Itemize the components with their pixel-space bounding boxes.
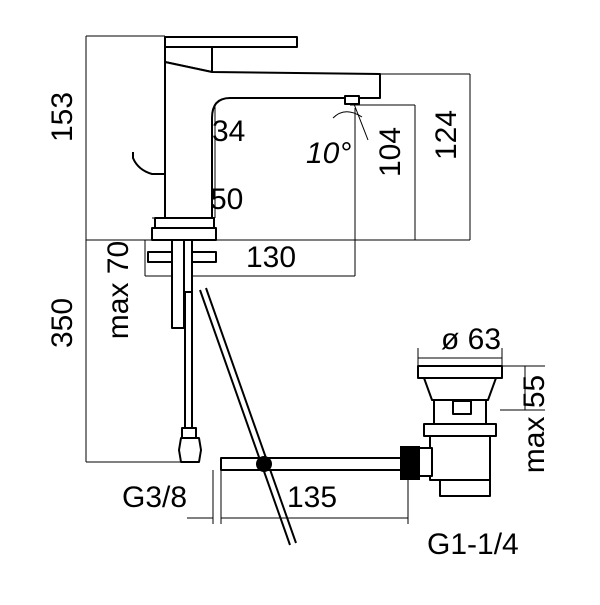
pop-up-waste (400, 365, 503, 497)
dim-max-deck-thickness: max 70 (102, 241, 135, 339)
hose-ferrule (181, 427, 197, 439)
dim-rod-length: 135 (287, 481, 337, 514)
pull-rod-line-b (205, 287, 297, 544)
dim-outlet-height: 124 (430, 110, 463, 160)
dimension-labels: 153 34 10° 104 124 50 130 max 70 350 G3/… (46, 92, 551, 561)
dimension-lines (85, 35, 545, 524)
faucet-column-and-spout (164, 61, 381, 219)
dim-hose-length: 350 (46, 298, 79, 348)
under-sink-fixings (147, 239, 408, 546)
dim-plug-diameter: ø 63 (441, 323, 501, 356)
pull-rod-line-a (199, 289, 291, 546)
dim-waste-thread: G1-1/4 (427, 528, 519, 561)
waste-tail (439, 479, 491, 497)
dim-spout-height: 104 (374, 127, 407, 177)
hose-collar (183, 239, 193, 293)
rod-inlet (417, 447, 433, 477)
dim-spout-length: 130 (246, 241, 296, 274)
rod-clamp-icon (256, 456, 272, 472)
pop-up-lever-icon (132, 152, 165, 175)
hose-nut-icon (178, 437, 202, 463)
dim-spout-reach: 34 (212, 115, 245, 148)
lever-handle (164, 36, 298, 48)
dim-hose-thread: G3/8 (122, 481, 187, 514)
waste-rod (220, 457, 408, 471)
dim-spout-angle: 10° (306, 137, 351, 170)
waste-plug-cap (417, 365, 503, 379)
base-ring (154, 217, 215, 229)
waste-body-lower (429, 435, 491, 481)
locknut (423, 423, 497, 437)
waste-flange (423, 377, 497, 401)
overflow-slot-icon (452, 400, 472, 415)
dim-max-waste-depth: max 55 (518, 375, 551, 473)
threaded-stud (171, 239, 185, 329)
faucet-body (132, 36, 381, 241)
base-plate (151, 227, 217, 241)
dim-base-width: 50 (210, 183, 243, 216)
rod-knob-icon (400, 446, 420, 480)
aerator-icon (344, 95, 360, 105)
dim-height-total: 153 (46, 92, 79, 142)
